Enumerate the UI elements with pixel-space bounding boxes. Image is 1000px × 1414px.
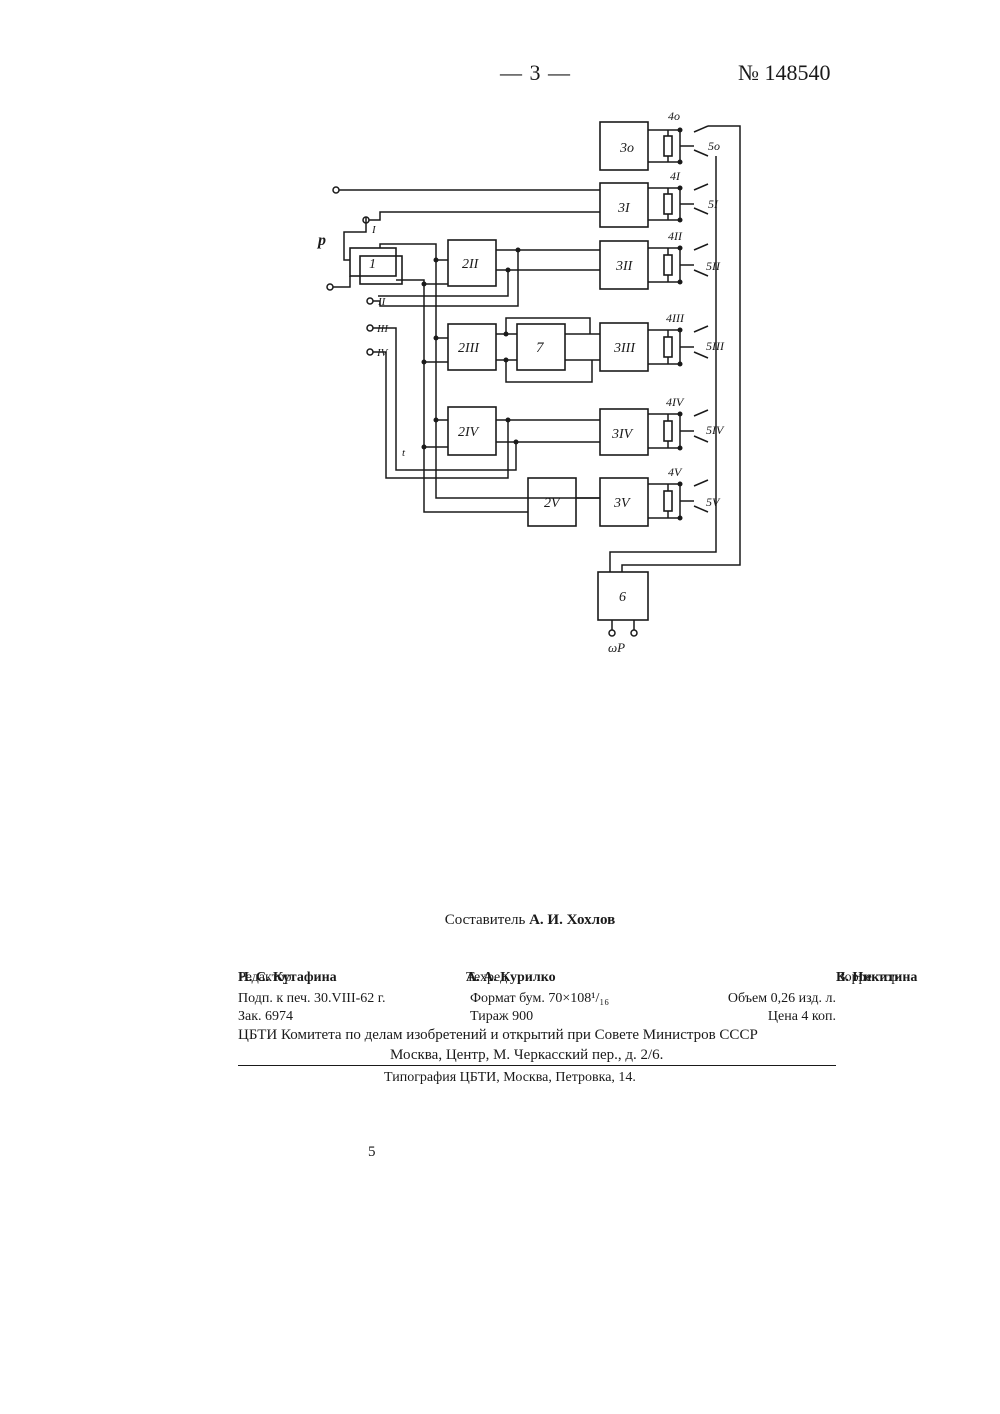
label-6: 6 — [619, 590, 626, 605]
print-run: Тираж 900 — [470, 1009, 533, 1025]
order-number: Зак. 6974 — [238, 1009, 293, 1025]
label-3I: 3I — [617, 201, 631, 216]
channel-III — [648, 326, 708, 364]
coil-IV — [367, 349, 373, 355]
label-4III: 4III — [666, 311, 685, 325]
label-coil-III: III — [376, 323, 389, 335]
label-coil-IV: IV — [376, 347, 389, 359]
label-1: 1 — [369, 257, 376, 272]
imprint-block: Редактор Н. С. Кутафина Техред А. А. Кур… — [238, 970, 836, 1067]
coil-II — [367, 298, 373, 304]
label-3III: 3III — [613, 341, 636, 356]
label-coil-I: I — [371, 224, 377, 236]
label-3II: 3II — [615, 259, 634, 274]
editor-name: Н. С. Кутафина — [238, 970, 337, 986]
imprint-row-staff: Редактор Н. С. Кутафина Техред А. А. Кур… — [238, 970, 836, 988]
label-4II: 4II — [668, 229, 683, 243]
label-2II: 2II — [462, 257, 480, 272]
wire-input-bottom — [333, 276, 350, 287]
channel-II — [648, 244, 708, 282]
imprint-rule-top — [238, 1065, 836, 1066]
compiler-name: А. И. Хохлов — [529, 912, 615, 928]
label-2IV: 2IV — [458, 425, 480, 440]
label-5o: 5o — [708, 139, 720, 153]
corrector-name: В. Никитина — [836, 970, 917, 986]
input-terminal-bottom — [327, 284, 333, 290]
channel-IV — [648, 410, 708, 448]
coil-III — [367, 325, 373, 331]
wire-7-loop — [506, 318, 590, 334]
label-2III: 2III — [458, 341, 480, 356]
wire-output — [612, 620, 634, 630]
label-4V: 4V — [668, 465, 683, 479]
wire-coil-II-b — [378, 270, 508, 296]
label-3o: 3o — [619, 141, 634, 156]
wire-coil-IV — [373, 352, 508, 478]
wire-bus-left — [380, 244, 600, 498]
output-terminal-right — [631, 630, 637, 636]
wire-p-loop — [344, 217, 366, 260]
techred-name: А. А. Курилко — [466, 970, 556, 986]
label-t: t — [402, 447, 406, 459]
footer-number: 5 — [368, 1144, 376, 1161]
label-5I: 5I — [708, 197, 719, 211]
label-4IV: 4IV — [666, 395, 685, 409]
label-3IV: 3IV — [611, 427, 634, 442]
wire-coil-I — [369, 212, 600, 220]
imprint-row-address: Москва, Центр, М. Черкасский пер., д. 2/… — [238, 1047, 836, 1067]
label-5II: 5II — [706, 259, 721, 273]
compiler-label: Составитель — [445, 912, 526, 928]
channel-V — [648, 480, 708, 518]
label-output: ωР — [608, 640, 625, 655]
circuit-diagram: 3o 3I 3II 3III 3IV 3V 2II 2III 7 2IV 2V … — [0, 0, 1000, 700]
printer: Типография ЦБТИ, Москва, Петровка, 14. — [384, 1070, 636, 1086]
input-terminal-top — [333, 187, 339, 193]
label-p: p — [316, 232, 326, 249]
price: Цена 4 коп. — [768, 1009, 836, 1025]
imprint-row-publisher: ЦБТИ Комитета по делам изобретений и отк… — [238, 1027, 836, 1047]
label-7: 7 — [536, 340, 545, 356]
volume: Объем 0,26 изд. л. — [728, 991, 836, 1007]
paper-format: Формат бум. 70×108¹/₁₆ — [470, 991, 609, 1007]
publisher: ЦБТИ Комитета по делам изобретений и отк… — [238, 1027, 758, 1044]
wire-coil-III — [373, 328, 516, 470]
output-terminal-left — [609, 630, 615, 636]
label-4I: 4I — [670, 169, 681, 183]
signed-date: Подп. к печ. 30.VIII-62 г. — [238, 991, 385, 1007]
label-3V: 3V — [613, 496, 631, 511]
imprint-row-order: Зак. 6974 Тираж 900 Цена 4 коп. — [238, 1009, 836, 1027]
label-5V: 5V — [706, 495, 721, 509]
compiler-line: Составитель А. И. Хохлов — [0, 912, 1000, 929]
label-4o: 4o — [668, 109, 680, 123]
wire-7-loop-b — [506, 360, 592, 382]
imprint-row-signed: Подп. к печ. 30.VIII-62 г. Формат бум. 7… — [238, 991, 836, 1009]
label-5III: 5III — [706, 339, 725, 353]
publisher-address: Москва, Центр, М. Черкасский пер., д. 2/… — [390, 1047, 663, 1064]
label-5IV: 5IV — [706, 423, 725, 437]
